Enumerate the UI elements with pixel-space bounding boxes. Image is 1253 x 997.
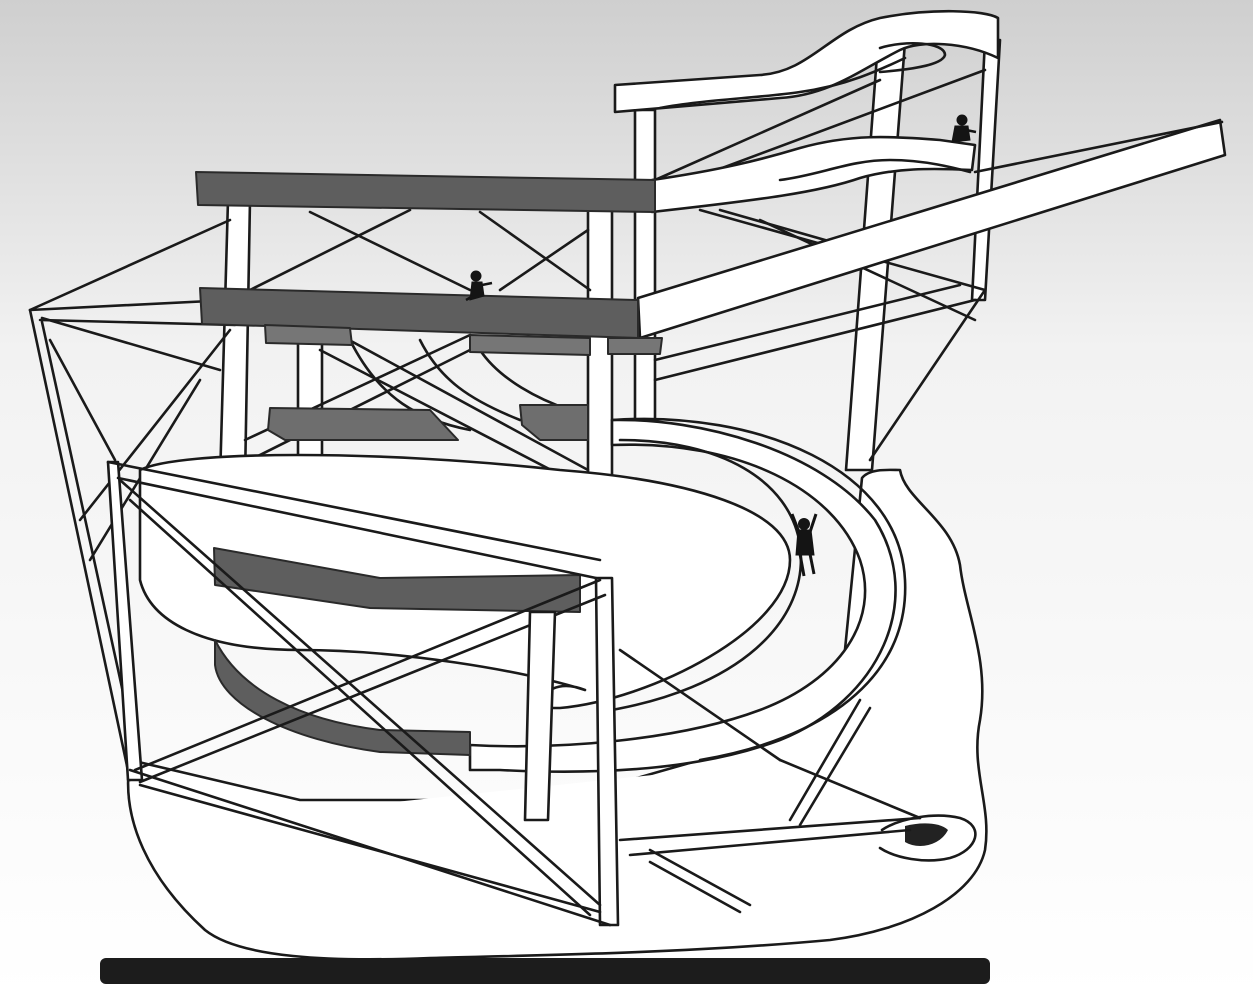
upper-brace (653, 78, 882, 182)
main-brace (498, 228, 590, 292)
plank-underside (469, 334, 591, 356)
ground-bar (100, 958, 990, 984)
plank-underside (264, 324, 353, 346)
lower-dark-curve (214, 639, 471, 756)
upper-brace (653, 283, 962, 362)
front-frame-right-post (594, 576, 620, 927)
lower-right-strut (778, 758, 922, 820)
long-diagonal-beam (636, 118, 1227, 340)
top-ramp-inner-curve (878, 42, 947, 74)
mid-dark-plank (267, 407, 459, 441)
main-brace (338, 333, 590, 472)
main-brace (248, 348, 472, 462)
person-figure (465, 270, 493, 302)
main-brace (308, 210, 472, 292)
front-frame-top (106, 460, 602, 562)
beam-edge (973, 120, 1224, 174)
lower-right-strut (788, 698, 862, 822)
outer-frame-strut (28, 218, 232, 312)
lower-right-strut (618, 648, 782, 762)
plank-underside (607, 337, 663, 355)
middle-ramp-inner-curve (778, 158, 972, 182)
spiral-ramp-back (348, 338, 472, 432)
platform-support-column (523, 610, 557, 822)
upper-brace (758, 218, 977, 322)
outer-frame-left (28, 298, 232, 312)
outer-frame-strut (48, 338, 117, 462)
top-curved-ramp (613, 9, 1000, 114)
lower-right-strut (648, 860, 742, 914)
main-brace (478, 210, 592, 292)
ground-opening-dark (905, 823, 948, 846)
lower-right-strut (648, 848, 752, 907)
spiral-ramp-back (418, 338, 522, 422)
upper-brace (653, 298, 977, 382)
outer-frame-strut (28, 308, 132, 782)
upper-brace (868, 288, 987, 462)
main-brace (248, 208, 412, 292)
upper-tower-column-left (633, 108, 657, 422)
main-brace (318, 348, 582, 487)
top-dark-plank (195, 171, 656, 213)
outer-frame-strut (40, 316, 222, 372)
outer-frame-strut (78, 328, 232, 522)
front-x-brace (128, 498, 592, 917)
front-frame-bottom (138, 783, 602, 914)
front-x-brace (138, 593, 607, 784)
lower-right-strut (628, 828, 912, 857)
lower-dark-ramp (213, 547, 581, 613)
person-figure (951, 114, 977, 143)
mid-dark-plank-right (519, 404, 589, 441)
front-x-brace (133, 578, 602, 772)
lower-right-strut (798, 706, 872, 827)
front-frame-top (116, 476, 598, 580)
person-figure-arms-raised (790, 513, 818, 577)
lower-right-strut (618, 816, 922, 842)
upper-brace (688, 68, 987, 182)
main-spiral-ramp-edge (610, 417, 907, 762)
top-ramp-inner-curve (658, 56, 907, 110)
main-spiral-ramp (468, 418, 897, 773)
